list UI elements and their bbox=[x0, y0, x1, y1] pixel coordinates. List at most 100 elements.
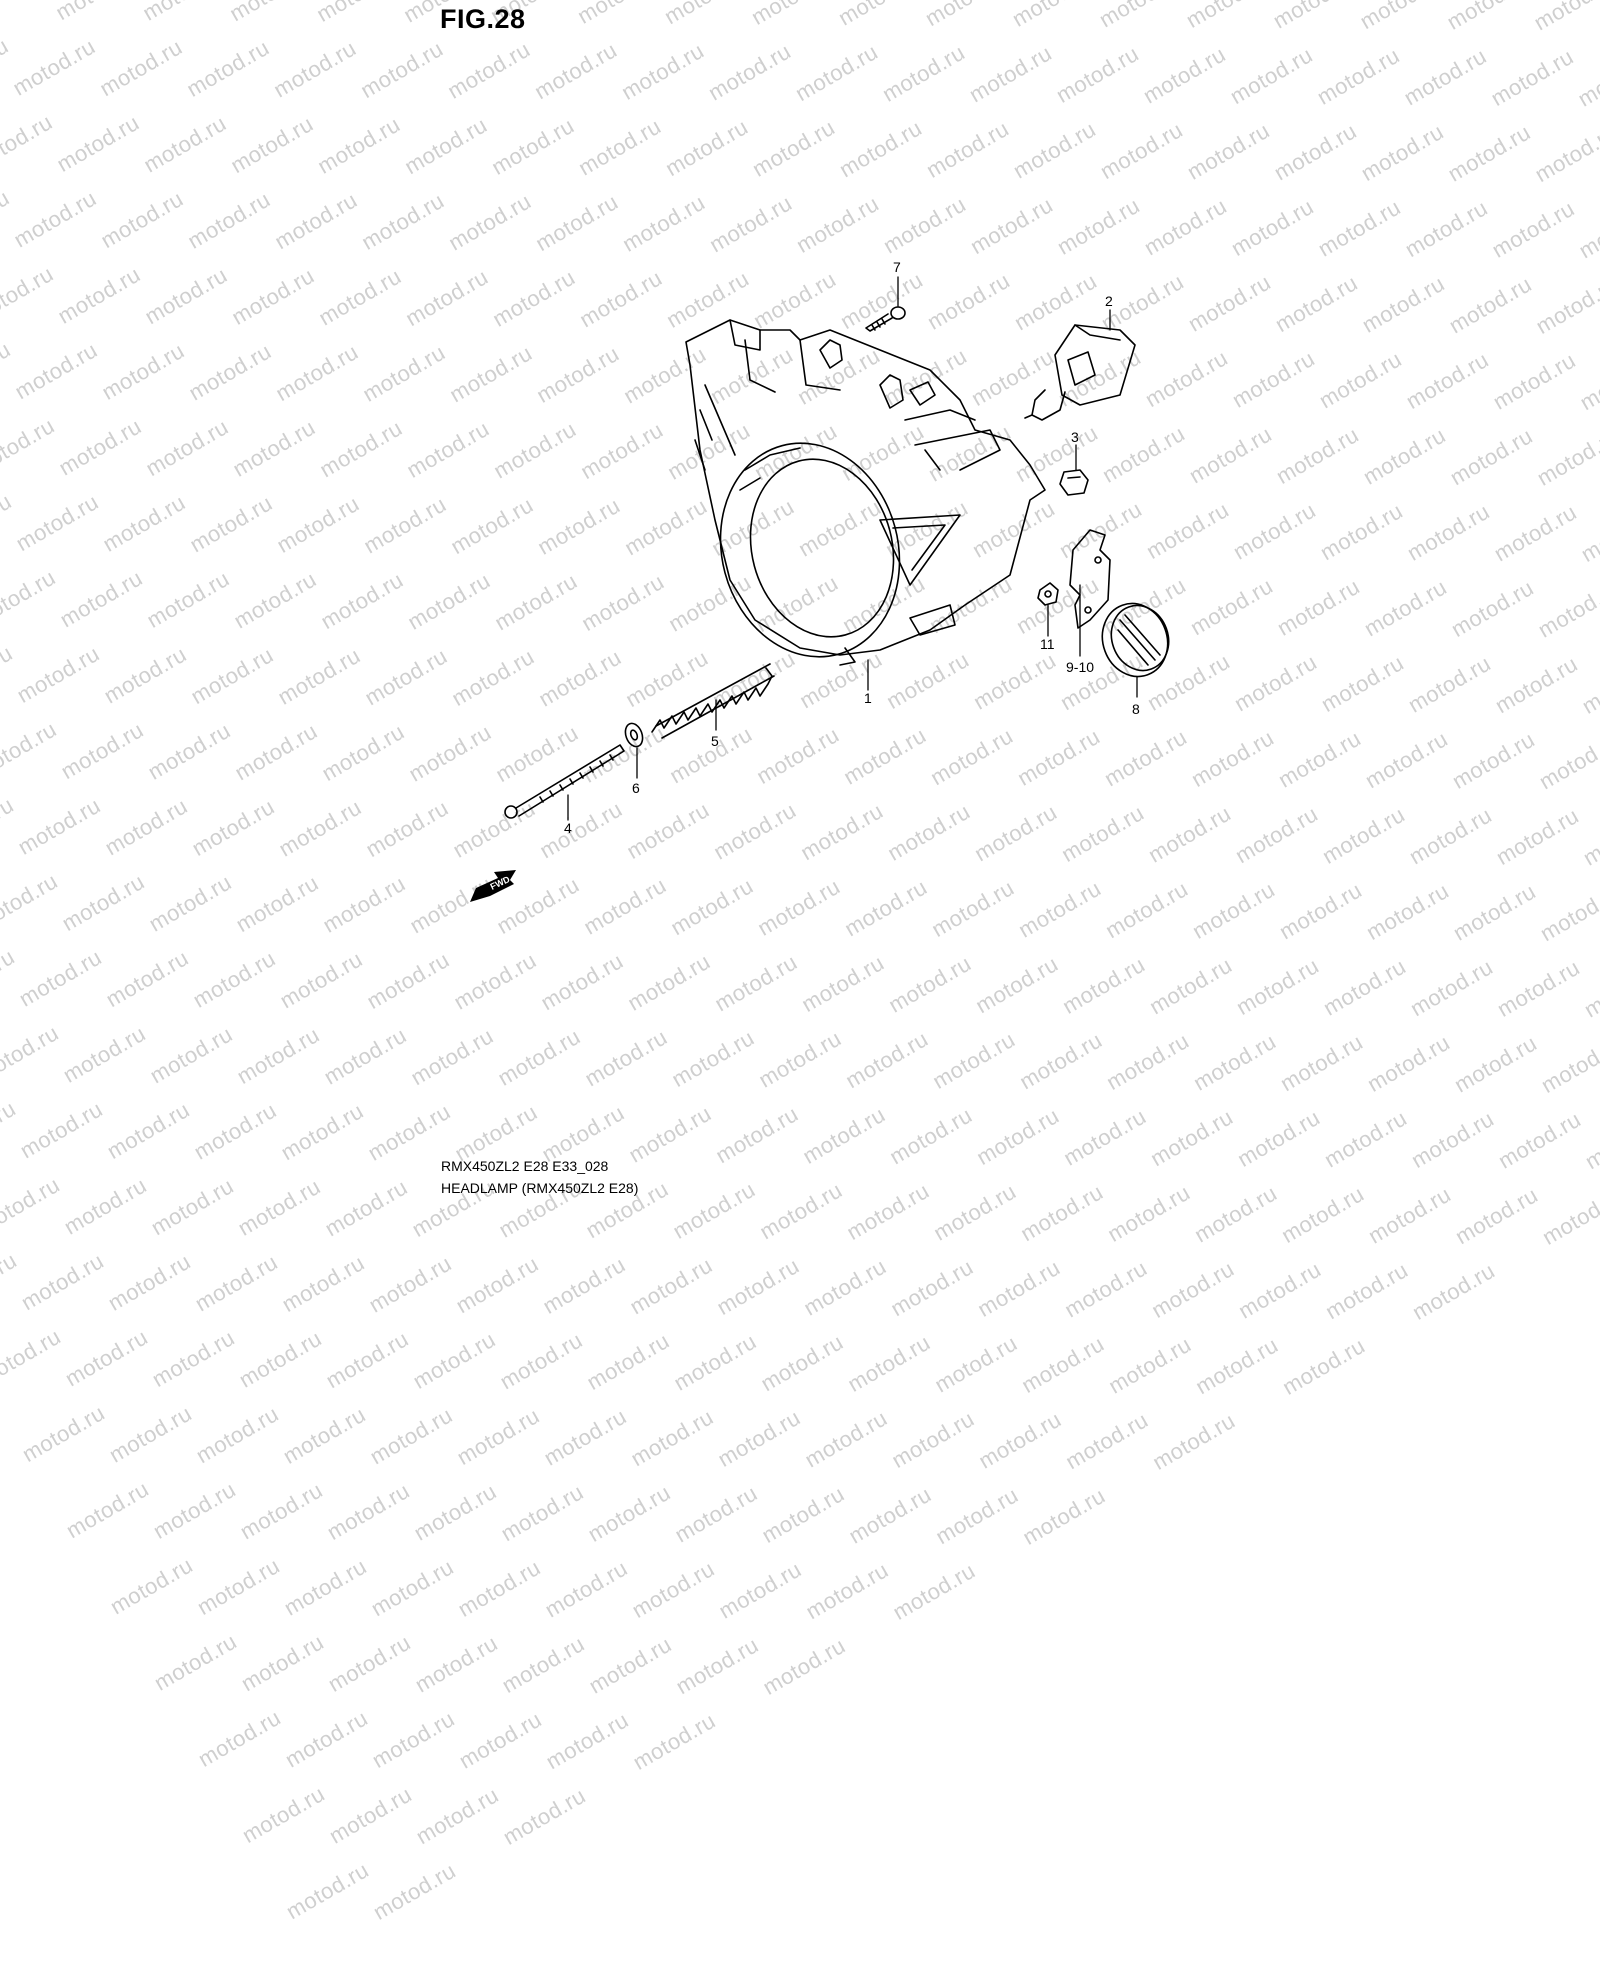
watermark-text: motod.ru bbox=[498, 1782, 590, 1850]
watermark-text: motod.ru bbox=[1147, 1255, 1239, 1324]
watermark-text: motod.ru bbox=[453, 1554, 545, 1622]
watermark-text: motod.ru bbox=[582, 1327, 674, 1395]
watermark-text: motod.ru bbox=[886, 1254, 978, 1322]
watermark-text: motod.ru bbox=[452, 1402, 544, 1470]
watermark-text: motod.ru bbox=[713, 1404, 805, 1472]
callout-9-10: 9-10 bbox=[1066, 659, 1094, 675]
watermark-text: motod.ru bbox=[843, 1329, 935, 1397]
watermark-text: motod.ru bbox=[410, 1630, 502, 1698]
callout-8: 8 bbox=[1132, 701, 1140, 717]
model-code: RMX450ZL2 E28 E33_028 bbox=[441, 1158, 609, 1174]
callout-11: 11 bbox=[1040, 636, 1055, 652]
screw-7 bbox=[865, 306, 906, 332]
watermark-text: motod.ru bbox=[758, 1632, 850, 1700]
watermark-text: motod.ru bbox=[541, 1707, 633, 1775]
watermark-text: motod.ru bbox=[1061, 1407, 1153, 1475]
watermark-text: motod.ru bbox=[235, 1477, 327, 1545]
watermark-text: motod.ru bbox=[540, 1555, 632, 1623]
watermark-text: motod.ru bbox=[973, 1254, 1065, 1322]
watermark-text: motod.ru bbox=[669, 1328, 761, 1396]
watermark-text: motod.ru bbox=[799, 1253, 891, 1321]
watermark-text: motod.ru bbox=[626, 1404, 718, 1472]
watermark-text: motod.ru bbox=[0, 1247, 22, 1315]
watermark-text: motod.ru bbox=[409, 1478, 501, 1546]
watermark-text: motod.ru bbox=[888, 1557, 980, 1625]
watermark-text: motod.ru bbox=[756, 1329, 848, 1397]
callout-1: 1 bbox=[864, 690, 872, 706]
watermark-text: motod.ru bbox=[712, 1252, 804, 1320]
watermark-text: motod.ru bbox=[191, 1401, 283, 1469]
watermark-text: motod.ru bbox=[190, 1249, 282, 1317]
watermark-text: motod.ru bbox=[279, 1553, 371, 1621]
watermark-text: motod.ru bbox=[323, 1629, 415, 1697]
callout-2: 2 bbox=[1105, 293, 1113, 309]
watermark-text: motod.ru bbox=[1060, 1255, 1152, 1323]
watermark-text: motod.ru bbox=[451, 1251, 543, 1319]
adjuster-screw-4 bbox=[504, 744, 625, 819]
watermark-text: motod.ru bbox=[322, 1477, 414, 1545]
watermark-text: motod.ru bbox=[60, 1324, 152, 1392]
callout-3: 3 bbox=[1071, 429, 1079, 445]
watermark-text: motod.ru bbox=[801, 1557, 893, 1625]
watermark-text: motod.ru bbox=[800, 1405, 892, 1473]
watermark-text: motod.ru bbox=[0, 1323, 66, 1391]
bulb-2 bbox=[1024, 324, 1136, 421]
watermark-text: motod.ru bbox=[930, 1330, 1022, 1398]
watermark-text: motod.ru bbox=[105, 1552, 198, 1620]
watermark-text: motod.ru bbox=[366, 1554, 458, 1622]
watermark-text: motod.ru bbox=[368, 1857, 460, 1925]
watermark-text: motod.ru bbox=[17, 1399, 110, 1467]
watermark-text: motod.ru bbox=[236, 1629, 328, 1697]
watermark-text: motod.ru bbox=[193, 1704, 286, 1772]
watermark-text: motod.ru bbox=[277, 1249, 369, 1317]
watermark-text: motod.ru bbox=[714, 1556, 806, 1624]
watermark-text: motod.ru bbox=[192, 1552, 284, 1620]
watermark-text: motod.ru bbox=[103, 1248, 195, 1316]
watermark-text: motod.ru bbox=[237, 1780, 330, 1849]
watermark-text: motod.ru bbox=[757, 1480, 849, 1549]
watermark-text: motod.ru bbox=[1017, 1330, 1109, 1399]
watermark-text: motod.ru bbox=[538, 1251, 630, 1319]
callout-6: 6 bbox=[632, 780, 640, 796]
fwd-arrow: FWD bbox=[470, 870, 516, 902]
watermark-text: motod.ru bbox=[1234, 1256, 1326, 1324]
watermark-text: motod.ru bbox=[408, 1326, 500, 1394]
watermark-text: motod.ru bbox=[584, 1631, 676, 1699]
watermark-text: motod.ru bbox=[497, 1630, 589, 1699]
watermark-text: motod.ru bbox=[539, 1403, 631, 1471]
figure-description: HEADLAMP (RMX450ZL2 E28) bbox=[441, 1180, 639, 1196]
reflector-8 bbox=[1101, 602, 1170, 678]
watermark-text: motod.ru bbox=[974, 1406, 1066, 1474]
parts-diagram: FWD 7 2 3 1 5 6 4 11 9-10 8 bbox=[470, 259, 1170, 902]
watermark-text: motod.ru bbox=[149, 1628, 242, 1696]
watermark-text: motod.ru bbox=[1321, 1257, 1413, 1325]
watermark-text: motod.ru bbox=[625, 1252, 717, 1320]
watermark-text: motod.ru bbox=[1408, 1257, 1500, 1325]
watermark-text: motod.ru bbox=[321, 1326, 413, 1394]
callout-4: 4 bbox=[564, 820, 572, 836]
watermark-text: motod.ru bbox=[1148, 1407, 1240, 1475]
watermark-text: motod.ru bbox=[583, 1479, 675, 1547]
watermark-text: motod.ru bbox=[280, 1705, 372, 1773]
watermark-text: motod.ru bbox=[496, 1479, 588, 1547]
watermark-text: motod.ru bbox=[1191, 1332, 1283, 1400]
callout-labels: 7 2 3 1 5 6 4 11 9-10 8 bbox=[564, 259, 1140, 836]
watermark-text: motod.ru bbox=[104, 1400, 196, 1468]
watermark-text: motod.ru bbox=[671, 1632, 763, 1700]
callout-5: 5 bbox=[711, 733, 719, 749]
spring-5 bbox=[651, 663, 775, 739]
watermark-text: motod.ru bbox=[365, 1402, 457, 1470]
watermark-text: motod.ru bbox=[324, 1781, 416, 1849]
callout-7: 7 bbox=[893, 259, 901, 275]
bracket-9-10 bbox=[1069, 529, 1111, 629]
watermark-text: motod.ru bbox=[278, 1401, 370, 1469]
watermark-text: motod.ru bbox=[281, 1857, 374, 1925]
nut-3 bbox=[1059, 469, 1089, 496]
watermark-text: motod.ru bbox=[670, 1480, 762, 1548]
watermark-text: motod.ru bbox=[1278, 1332, 1370, 1400]
watermark-text: motod.ru bbox=[628, 1707, 720, 1775]
watermark-text: motod.ru bbox=[1018, 1482, 1110, 1550]
watermark-text: motod.ru bbox=[148, 1476, 240, 1544]
watermark-text: motod.ru bbox=[367, 1705, 459, 1774]
watermark-text: motod.ru bbox=[495, 1327, 587, 1395]
